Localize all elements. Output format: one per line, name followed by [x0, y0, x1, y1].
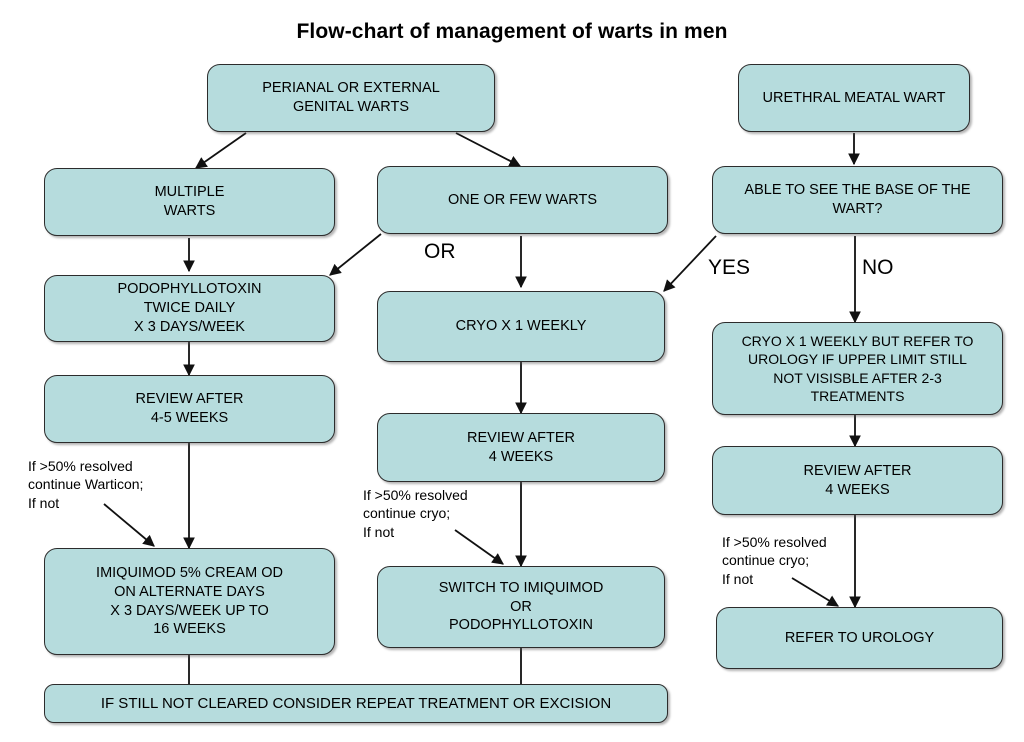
node-label: IMIQUIMOD 5% CREAM OD ON ALTERNATE DAYS … — [96, 564, 283, 638]
node-label: PERIANAL OR EXTERNAL GENITAL WARTS — [262, 80, 440, 115]
node-refer-to-urology[interactable]: REFER TO UROLOGY — [716, 607, 1003, 669]
node-urethral-meatal-wart[interactable]: URETHRAL MEATAL WART — [738, 64, 970, 132]
node-label: CRYO X 1 WEEKLY BUT REFER TO UROLOGY IF … — [741, 333, 974, 404]
node-cryo-x1-weekly[interactable]: CRYO X 1 WEEKLY — [377, 291, 665, 362]
edge-onefew-to-podophyllotoxin — [329, 233, 382, 276]
node-review-after-4-weeks-middle[interactable]: REVIEW AFTER 4 WEEKS — [377, 413, 665, 482]
node-label: REVIEW AFTER 4 WEEKS — [467, 429, 575, 465]
node-label: CRYO X 1 WEEKLY — [455, 318, 587, 335]
node-able-to-see-base-of-wart[interactable]: ABLE TO SEE THE BASE OF THE WART? — [712, 166, 1003, 234]
node-if-still-not-cleared-banner[interactable]: IF STILL NOT CLEARED CONSIDER REPEAT TRE… — [44, 684, 668, 723]
node-review-after-4-weeks-right[interactable]: REVIEW AFTER 4 WEEKS — [712, 446, 1003, 515]
node-label: SWITCH TO IMIQUIMOD OR PODOPHYLLOTOXIN — [438, 579, 604, 634]
node-label: ONE OR FEW WARTS — [447, 191, 598, 208]
node-one-or-few-warts[interactable]: ONE OR FEW WARTS — [377, 166, 668, 234]
node-label: IF STILL NOT CLEARED CONSIDER REPEAT TRE… — [100, 694, 612, 712]
node-label: ABLE TO SEE THE BASE OF THE WART? — [744, 182, 971, 217]
node-label: URETHRAL MEATAL WART — [762, 89, 946, 106]
note-left-if-50-percent-resolved: If >50% resolved continue Warticon; If n… — [28, 458, 144, 511]
node-perianal-or-external-genital-warts[interactable]: PERIANAL OR EXTERNAL GENITAL WARTS — [207, 64, 495, 132]
node-cryo-weekly-refer-urology[interactable]: CRYO X 1 WEEKLY BUT REFER TO UROLOGY IF … — [712, 322, 1003, 415]
page-title: Flow-chart of management of warts in men — [296, 20, 728, 43]
edge-label-yes: YES — [708, 256, 751, 279]
node-label: REVIEW AFTER 4-5 WEEKS — [135, 391, 244, 426]
node-label: REVIEW AFTER 4 WEEKS — [803, 462, 912, 498]
node-label: PODOPHYLLOTOXIN TWICE DAILY X 3 DAYS/WEE… — [117, 281, 262, 335]
edge-label-or: OR — [424, 240, 456, 263]
note-middle-if-50-percent-resolved: If >50% resolved continue cryo; If not — [363, 487, 468, 540]
edge-label-no: NO — [862, 256, 894, 279]
node-imiquimod-5-percent-cream[interactable]: IMIQUIMOD 5% CREAM OD ON ALTERNATE DAYS … — [44, 548, 335, 655]
edge-perianal-to-multiple — [195, 132, 247, 169]
node-podophyllotoxin-twice-daily[interactable]: PODOPHYLLOTOXIN TWICE DAILY X 3 DAYS/WEE… — [44, 275, 335, 342]
node-switch-to-imiquimod-or-podophyllotoxin[interactable]: SWITCH TO IMIQUIMOD OR PODOPHYLLOTOXIN — [377, 566, 665, 648]
node-review-after-4-5-weeks[interactable]: REVIEW AFTER 4-5 WEEKS — [44, 375, 335, 443]
note-right-if-50-percent-resolved: If >50% resolved continue cryo; If not — [722, 534, 827, 587]
edge-perianal-to-onefew — [455, 132, 522, 167]
node-label: MULTIPLE WARTS — [154, 184, 225, 219]
node-label: REFER TO UROLOGY — [784, 629, 935, 646]
node-multiple-warts[interactable]: MULTIPLE WARTS — [44, 168, 335, 236]
